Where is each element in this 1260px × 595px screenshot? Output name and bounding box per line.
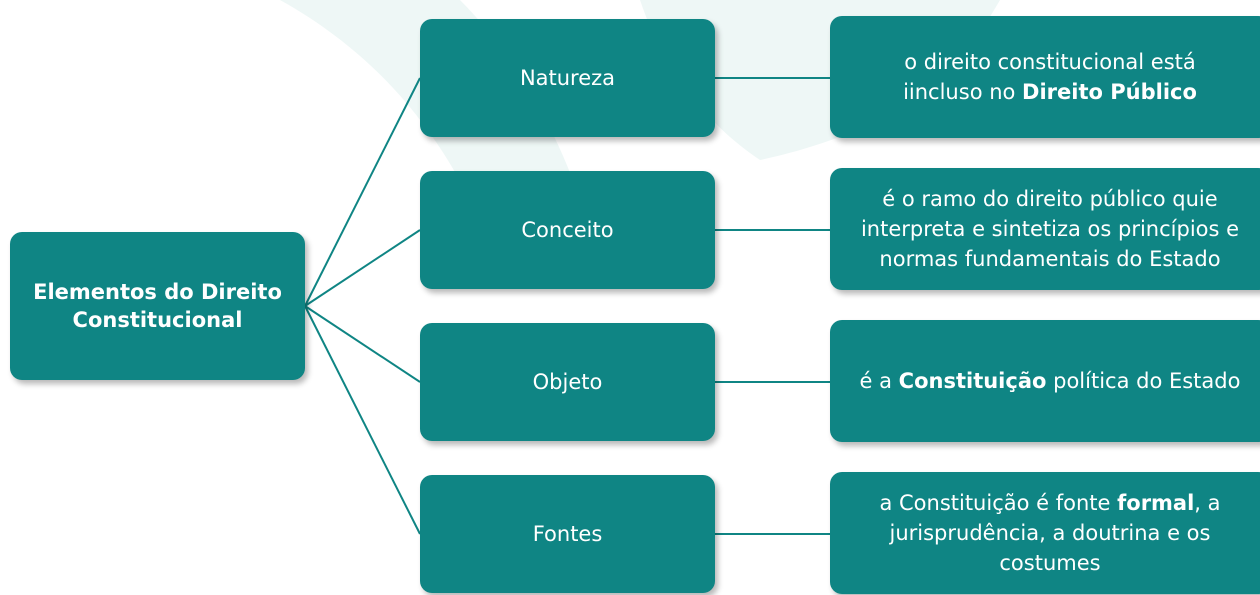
description-line: costumes: [999, 551, 1101, 575]
description-node-conceito: é o ramo do direito público quie interpr…: [830, 168, 1260, 290]
description-text-part: , a: [1194, 491, 1221, 515]
root-label: Elementos do Direito Constitucional: [33, 278, 282, 334]
description-text: é o ramo do direito público quie interpr…: [861, 184, 1239, 274]
root-node: Elementos do Direito Constitucional: [10, 232, 305, 380]
category-label: Objeto: [532, 370, 603, 394]
description-text-part: a Constituição é fonte: [879, 491, 1118, 515]
category-label: Conceito: [521, 218, 614, 242]
description-node-fontes: a Constituição é fonte formal, a jurispr…: [830, 472, 1260, 594]
description-node-natureza: o direito constitucional está iincluso n…: [830, 16, 1260, 138]
category-node-fontes: Fontes: [420, 475, 715, 593]
description-line: iincluso no Direito Público: [903, 77, 1197, 107]
description-text: o direito constitucional está iincluso n…: [903, 47, 1197, 107]
description-line: o direito constitucional está: [904, 50, 1196, 74]
connector-root-fontes: [304, 305, 421, 535]
description-node-objeto: é a Constituição política do Estado: [830, 320, 1260, 442]
category-node-objeto: Objeto: [420, 323, 715, 441]
description-text-part: política do Estado: [1046, 369, 1241, 393]
description-bold-term: Direito Público: [1022, 80, 1197, 104]
description-line: é a Constituição política do Estado: [860, 366, 1241, 396]
category-label: Fontes: [532, 522, 603, 546]
root-label-line2: Constitucional: [72, 308, 243, 332]
description-line: jurisprudência, a doutrina e os: [889, 521, 1211, 545]
description-line: é o ramo do direito público quie: [882, 187, 1218, 211]
connector-root-natureza: [304, 77, 421, 307]
connector-root-conceito: [304, 229, 421, 307]
description-text-part: é a: [859, 369, 899, 393]
category-label: Natureza: [519, 66, 616, 90]
root-label-line1: Elementos do Direito: [33, 280, 282, 304]
description-text: a Constituição é fonte formal, a jurispr…: [879, 488, 1220, 578]
description-bold-term: formal: [1117, 491, 1195, 515]
description-text: é a Constituição política do Estado: [860, 366, 1241, 396]
category-node-natureza: Natureza: [420, 19, 715, 137]
description-line: interpreta e sintetiza os princípios e: [860, 217, 1240, 241]
description-bold-term: Constituição: [898, 369, 1047, 393]
description-line: a Constituição é fonte formal, a: [879, 488, 1220, 518]
description-text-part: iincluso no: [903, 80, 1023, 104]
description-line: normas fundamentais do Estado: [879, 247, 1221, 271]
connector-root-objeto: [304, 305, 421, 383]
category-node-conceito: Conceito: [420, 171, 715, 289]
